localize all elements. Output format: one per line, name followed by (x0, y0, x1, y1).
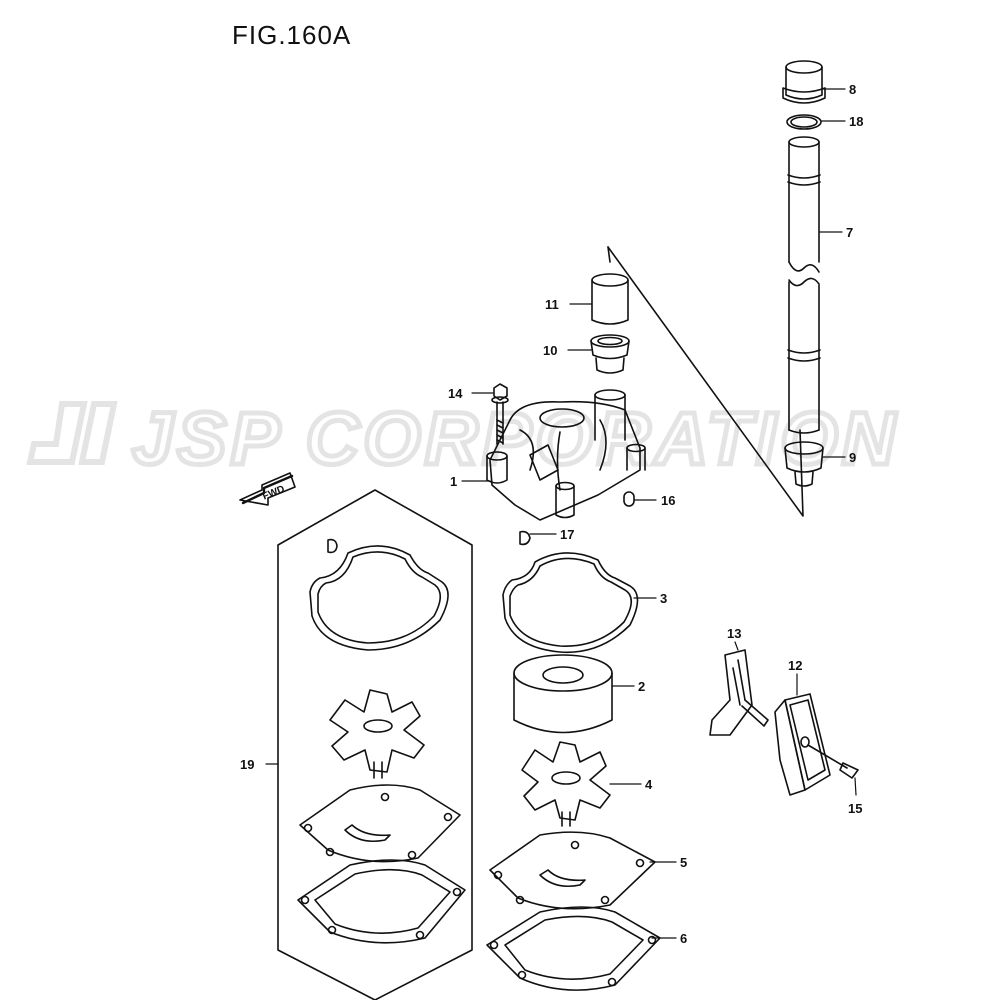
callout-18: 18 (849, 114, 863, 129)
callout-19: 19 (240, 757, 254, 772)
callout-14: 14 (448, 386, 463, 401)
part-10-seal (590, 334, 630, 374)
callout-15: 15 (848, 801, 862, 816)
part-15-screw (807, 744, 859, 779)
callout-2: 2 (638, 679, 645, 694)
leader-lines (265, 88, 857, 939)
part-2-liner (513, 654, 613, 734)
callout-12: 12 (788, 658, 802, 673)
callout-6: 6 (680, 931, 687, 946)
kit-plate (299, 784, 461, 863)
part-9-grommet (784, 441, 824, 487)
callout-5: 5 (680, 855, 687, 870)
part-11-bushing (591, 273, 629, 325)
figure-title: FIG.160A (232, 20, 352, 50)
part-16-pin (623, 491, 635, 507)
part-14-bolt (491, 383, 509, 445)
part-18-oring (786, 114, 822, 130)
kit-key (327, 538, 338, 554)
bracket-line (607, 246, 804, 517)
part-19-kit-frame (277, 489, 473, 1000)
part-12-plate (774, 693, 831, 796)
kit-impeller (329, 689, 425, 779)
callout-8: 8 (849, 82, 856, 97)
part-7-water-tube (787, 136, 821, 434)
callout-1: 1 (450, 474, 457, 489)
watermark-logo (26, 401, 118, 465)
callout-10: 10 (543, 343, 557, 358)
watermark: JSP CORPORATION (26, 395, 899, 482)
kit-gasket (309, 545, 449, 651)
callout-4: 4 (645, 777, 653, 792)
callout-13: 13 (727, 626, 741, 641)
part-3-gasket (502, 552, 639, 654)
fwd-arrow: FWD (239, 472, 296, 506)
part-1-pump-housing (486, 389, 646, 521)
callout-3: 3 (660, 591, 667, 606)
part-8-sleeve (782, 60, 826, 104)
part-6-gasket (486, 906, 661, 991)
kit-lower-gasket (297, 859, 466, 944)
part-5-plate (489, 831, 656, 910)
callout-labels: 1 2 3 4 5 6 7 8 9 10 11 12 13 14 15 16 1… (240, 82, 863, 946)
callout-17: 17 (560, 527, 574, 542)
callout-7: 7 (846, 225, 853, 240)
callout-16: 16 (661, 493, 675, 508)
callout-9: 9 (849, 450, 856, 465)
part-4-impeller (521, 741, 611, 827)
part-17-key (519, 530, 531, 546)
callout-11: 11 (545, 297, 559, 312)
watermark-text: JSP CORPORATION (132, 397, 899, 480)
part-13-spacer (709, 649, 769, 736)
